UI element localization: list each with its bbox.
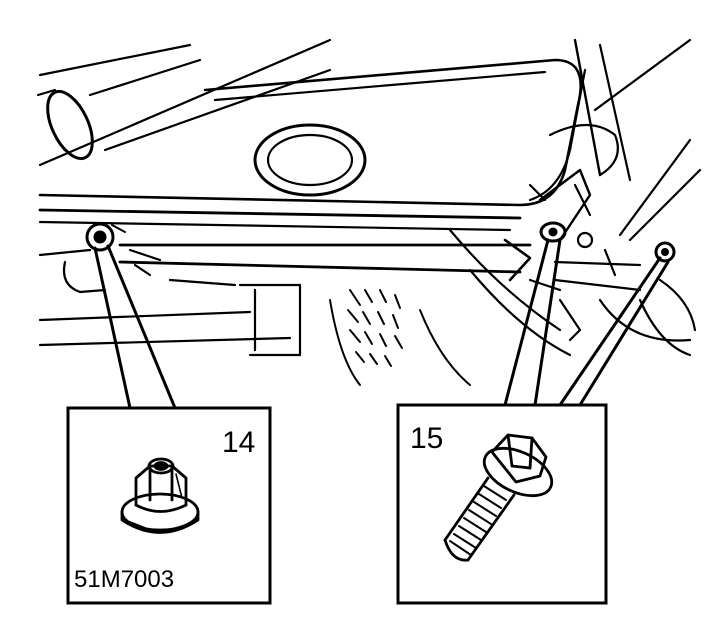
fastener-markers [85,221,676,263]
callout-number-14: 14 [222,426,255,459]
figure-reference-code: 51M7003 [74,566,174,593]
oval-aperture [253,123,367,197]
bolt-location-marker [539,221,567,243]
bolt-bracket [528,168,617,277]
flange-bolt-icon [443,433,554,562]
nut-location-marker [85,222,126,252]
callout-frame-15 [396,403,608,605]
suspension-area [448,38,702,357]
leader-bolt-a [503,238,550,407]
left-bracket [38,248,302,357]
leader-nut-2 [106,244,177,410]
flange-nut-icon [120,457,200,534]
body-panel [38,58,587,232]
vehicle-underside-drawing [36,38,702,386]
callout-leaders [93,238,670,410]
cross-member-beam [118,238,642,292]
tyre-tread [329,289,471,386]
callout-box-bolt: 15 [396,403,608,605]
callout-number-15: 15 [410,422,443,455]
leader-bolt-b [533,238,562,407]
leader-bolt-d [578,260,670,407]
callout-box-nut: 14 51M7003 [66,406,272,605]
bolt-location-marker-2 [654,241,676,263]
upper-left-tube [36,38,332,167]
callout-frame-14 [66,406,272,605]
leader-nut [93,246,132,410]
leader-bolt-c [558,256,662,407]
